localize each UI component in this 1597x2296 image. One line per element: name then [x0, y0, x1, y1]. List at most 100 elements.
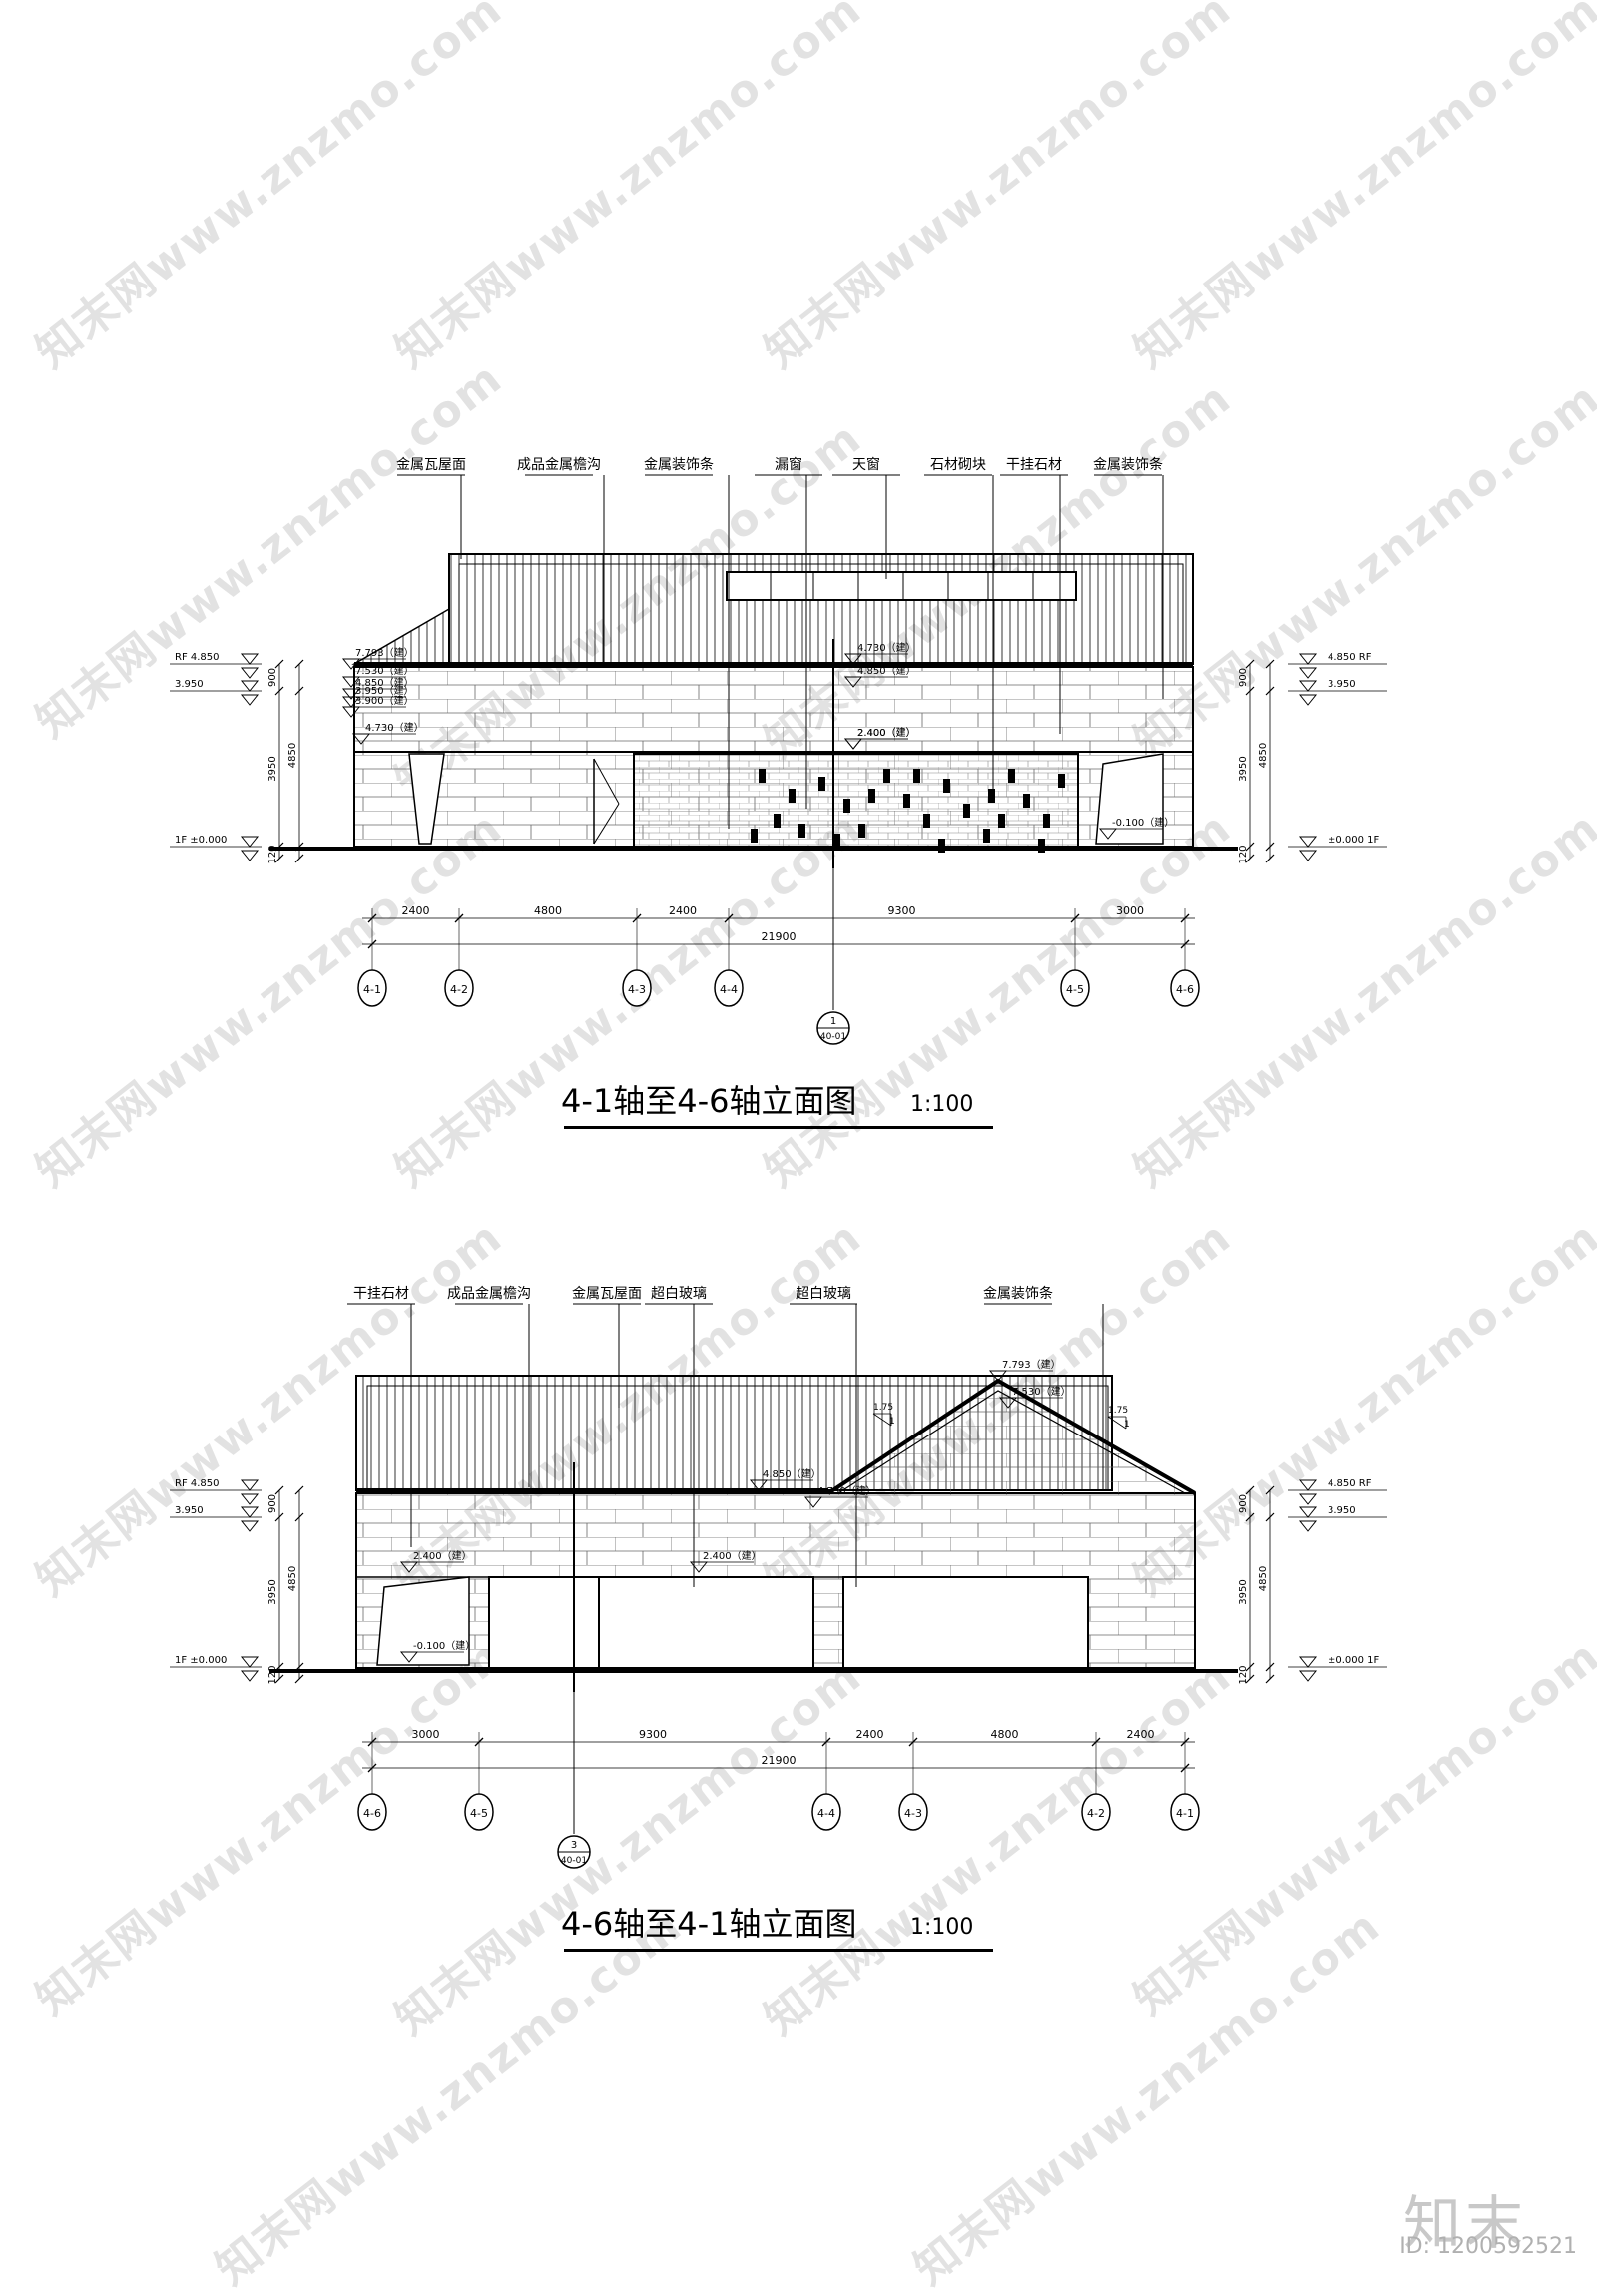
glass-panel-3 [842, 1576, 1089, 1669]
callout-label: 超白玻璃 [651, 1285, 707, 1302]
callout-label: 金属瓦屋面 [572, 1286, 642, 1302]
callout-label: 金属瓦屋面 [396, 457, 466, 473]
lattice-opening [759, 769, 766, 783]
axis-label: 4-6 [363, 1807, 381, 1820]
axis-label: 4-4 [720, 983, 738, 996]
vertical-dimension: 4850 [287, 1566, 298, 1591]
horizontal-dimension: 2400 [856, 1728, 884, 1741]
vertical-dimension: 3950 [1238, 756, 1249, 781]
vertical-dimension: 120 [267, 845, 278, 863]
axis-label: 4-5 [1066, 983, 1084, 996]
vertical-dimension: 3950 [1238, 1579, 1249, 1604]
lattice-opening [1058, 774, 1065, 788]
axis-label: 4-4 [817, 1807, 835, 1820]
vertical-dimension: 4850 [287, 743, 298, 768]
callout-label: 漏窗 [775, 456, 802, 473]
lattice-opening [983, 829, 990, 843]
callout-label: 石材砌块 [930, 457, 986, 473]
lattice-opening [1043, 814, 1050, 828]
callout-label: 干挂石材 [1006, 457, 1062, 473]
horizontal-dimension: 4800 [534, 904, 562, 917]
detail-ref-sheet: 40-01 [561, 1856, 587, 1866]
horizontal-dimension: 2400 [669, 904, 697, 917]
axis-bubble: 4-6 [1170, 969, 1200, 1007]
axis-label: 4-2 [450, 983, 468, 996]
lattice-opening [938, 839, 945, 853]
spot-level: -0.100（建） [1112, 816, 1174, 829]
spot-level: -0.100（建） [413, 1639, 475, 1652]
detail-ref-sheet: 40-01 [820, 1032, 846, 1042]
axis-bubble: 4-2 [1081, 1793, 1111, 1831]
level-label-left: RF 4.850 [175, 652, 220, 663]
glass-panel-2 [598, 1576, 814, 1669]
spot-level: 2.400（建） [413, 1549, 472, 1562]
callout-label: 成品金属檐沟 [447, 1286, 531, 1302]
lattice-opening [1023, 794, 1030, 808]
spot-level: 2.400（建） [857, 726, 916, 739]
image-id: ID: 1200592521 [1399, 2234, 1577, 2259]
horizontal-dimension: 3000 [412, 1728, 440, 1741]
axis-label: 4-2 [1087, 1807, 1105, 1820]
level-label-left: 1F ±0.000 [175, 835, 227, 846]
total-dimension: 21900 [762, 930, 797, 943]
horizontal-dimension: 3000 [1116, 904, 1144, 917]
lattice-opening [883, 769, 890, 783]
vertical-dimension: 3950 [267, 1579, 278, 1604]
spot-level: 7.793（建） [1002, 1358, 1061, 1371]
brand-logo: 知末 [1402, 2189, 1527, 2257]
axis-label: 4-3 [904, 1807, 922, 1820]
lattice-opening [751, 829, 758, 843]
level-label-right: ±0.000 1F [1328, 835, 1380, 846]
lattice-opening [868, 789, 875, 803]
spot-level: 7.530（建） [355, 664, 414, 677]
lattice-opening [1008, 769, 1015, 783]
spot-level: 3.900（建） [355, 694, 414, 707]
axis-label: 4-5 [470, 1807, 488, 1820]
axis-bubble: 4-5 [1060, 969, 1090, 1007]
callout-label: 干挂石材 [353, 1286, 409, 1302]
metal-roof-1 [448, 553, 1194, 665]
spot-level: 4.730（建） [857, 641, 916, 654]
axis-label: 4-1 [363, 983, 381, 996]
glass-panel-1 [488, 1576, 600, 1669]
axis-bubble: 4-5 [464, 1793, 494, 1831]
axis-bubble: 4-2 [444, 969, 474, 1007]
spot-level: 2.400（建） [703, 1549, 762, 1562]
level-label-right: 3.950 [1328, 679, 1356, 690]
axis-bubble: 4-1 [357, 969, 387, 1007]
slope-rise: 1 [1124, 1420, 1130, 1430]
vertical-dimension: 120 [267, 1665, 278, 1684]
axis-bubble: 4-3 [898, 1793, 928, 1831]
skylight [726, 571, 1077, 601]
slope-run: 1.75 [1108, 1406, 1128, 1416]
elevation-1-scale: 1:100 [910, 1092, 974, 1117]
detail-reference: 3 40-01 [557, 1835, 591, 1869]
axis-label: 4-3 [628, 983, 646, 996]
lattice-opening [903, 794, 910, 808]
vertical-dimension: 900 [1238, 668, 1249, 687]
lattice-opening [923, 814, 930, 828]
lattice-opening [913, 769, 920, 783]
lattice-opening [798, 824, 805, 838]
detail-ref-number: 1 [830, 1016, 836, 1027]
level-label-left: 1F ±0.000 [175, 1655, 227, 1666]
callout-label: 天窗 [852, 456, 880, 473]
spot-level: 4.850（建） [355, 676, 414, 689]
elevation-1-title: 4-1轴至4-6轴立面图 [561, 1082, 857, 1120]
lattice-opening [833, 834, 840, 848]
lattice-opening [998, 814, 1005, 828]
spot-level: 2.400（建） [857, 726, 916, 739]
axis-bubble: 4-4 [714, 969, 744, 1007]
axis-bubble: 4-6 [357, 1793, 387, 1831]
level-label-right: 4.850 RF [1328, 652, 1372, 663]
total-dimension: 21900 [762, 1754, 797, 1767]
lattice-opening [858, 824, 865, 838]
callout-label: 金属装饰条 [1093, 456, 1163, 473]
level-label-left: RF 4.850 [175, 1478, 220, 1489]
vertical-dimension: 900 [1238, 1494, 1249, 1513]
horizontal-dimension: 2400 [402, 904, 430, 917]
vertical-dimension: 3950 [267, 756, 278, 781]
level-label-right: ±0.000 1F [1328, 1655, 1380, 1666]
detail-ref-number: 3 [571, 1840, 577, 1851]
